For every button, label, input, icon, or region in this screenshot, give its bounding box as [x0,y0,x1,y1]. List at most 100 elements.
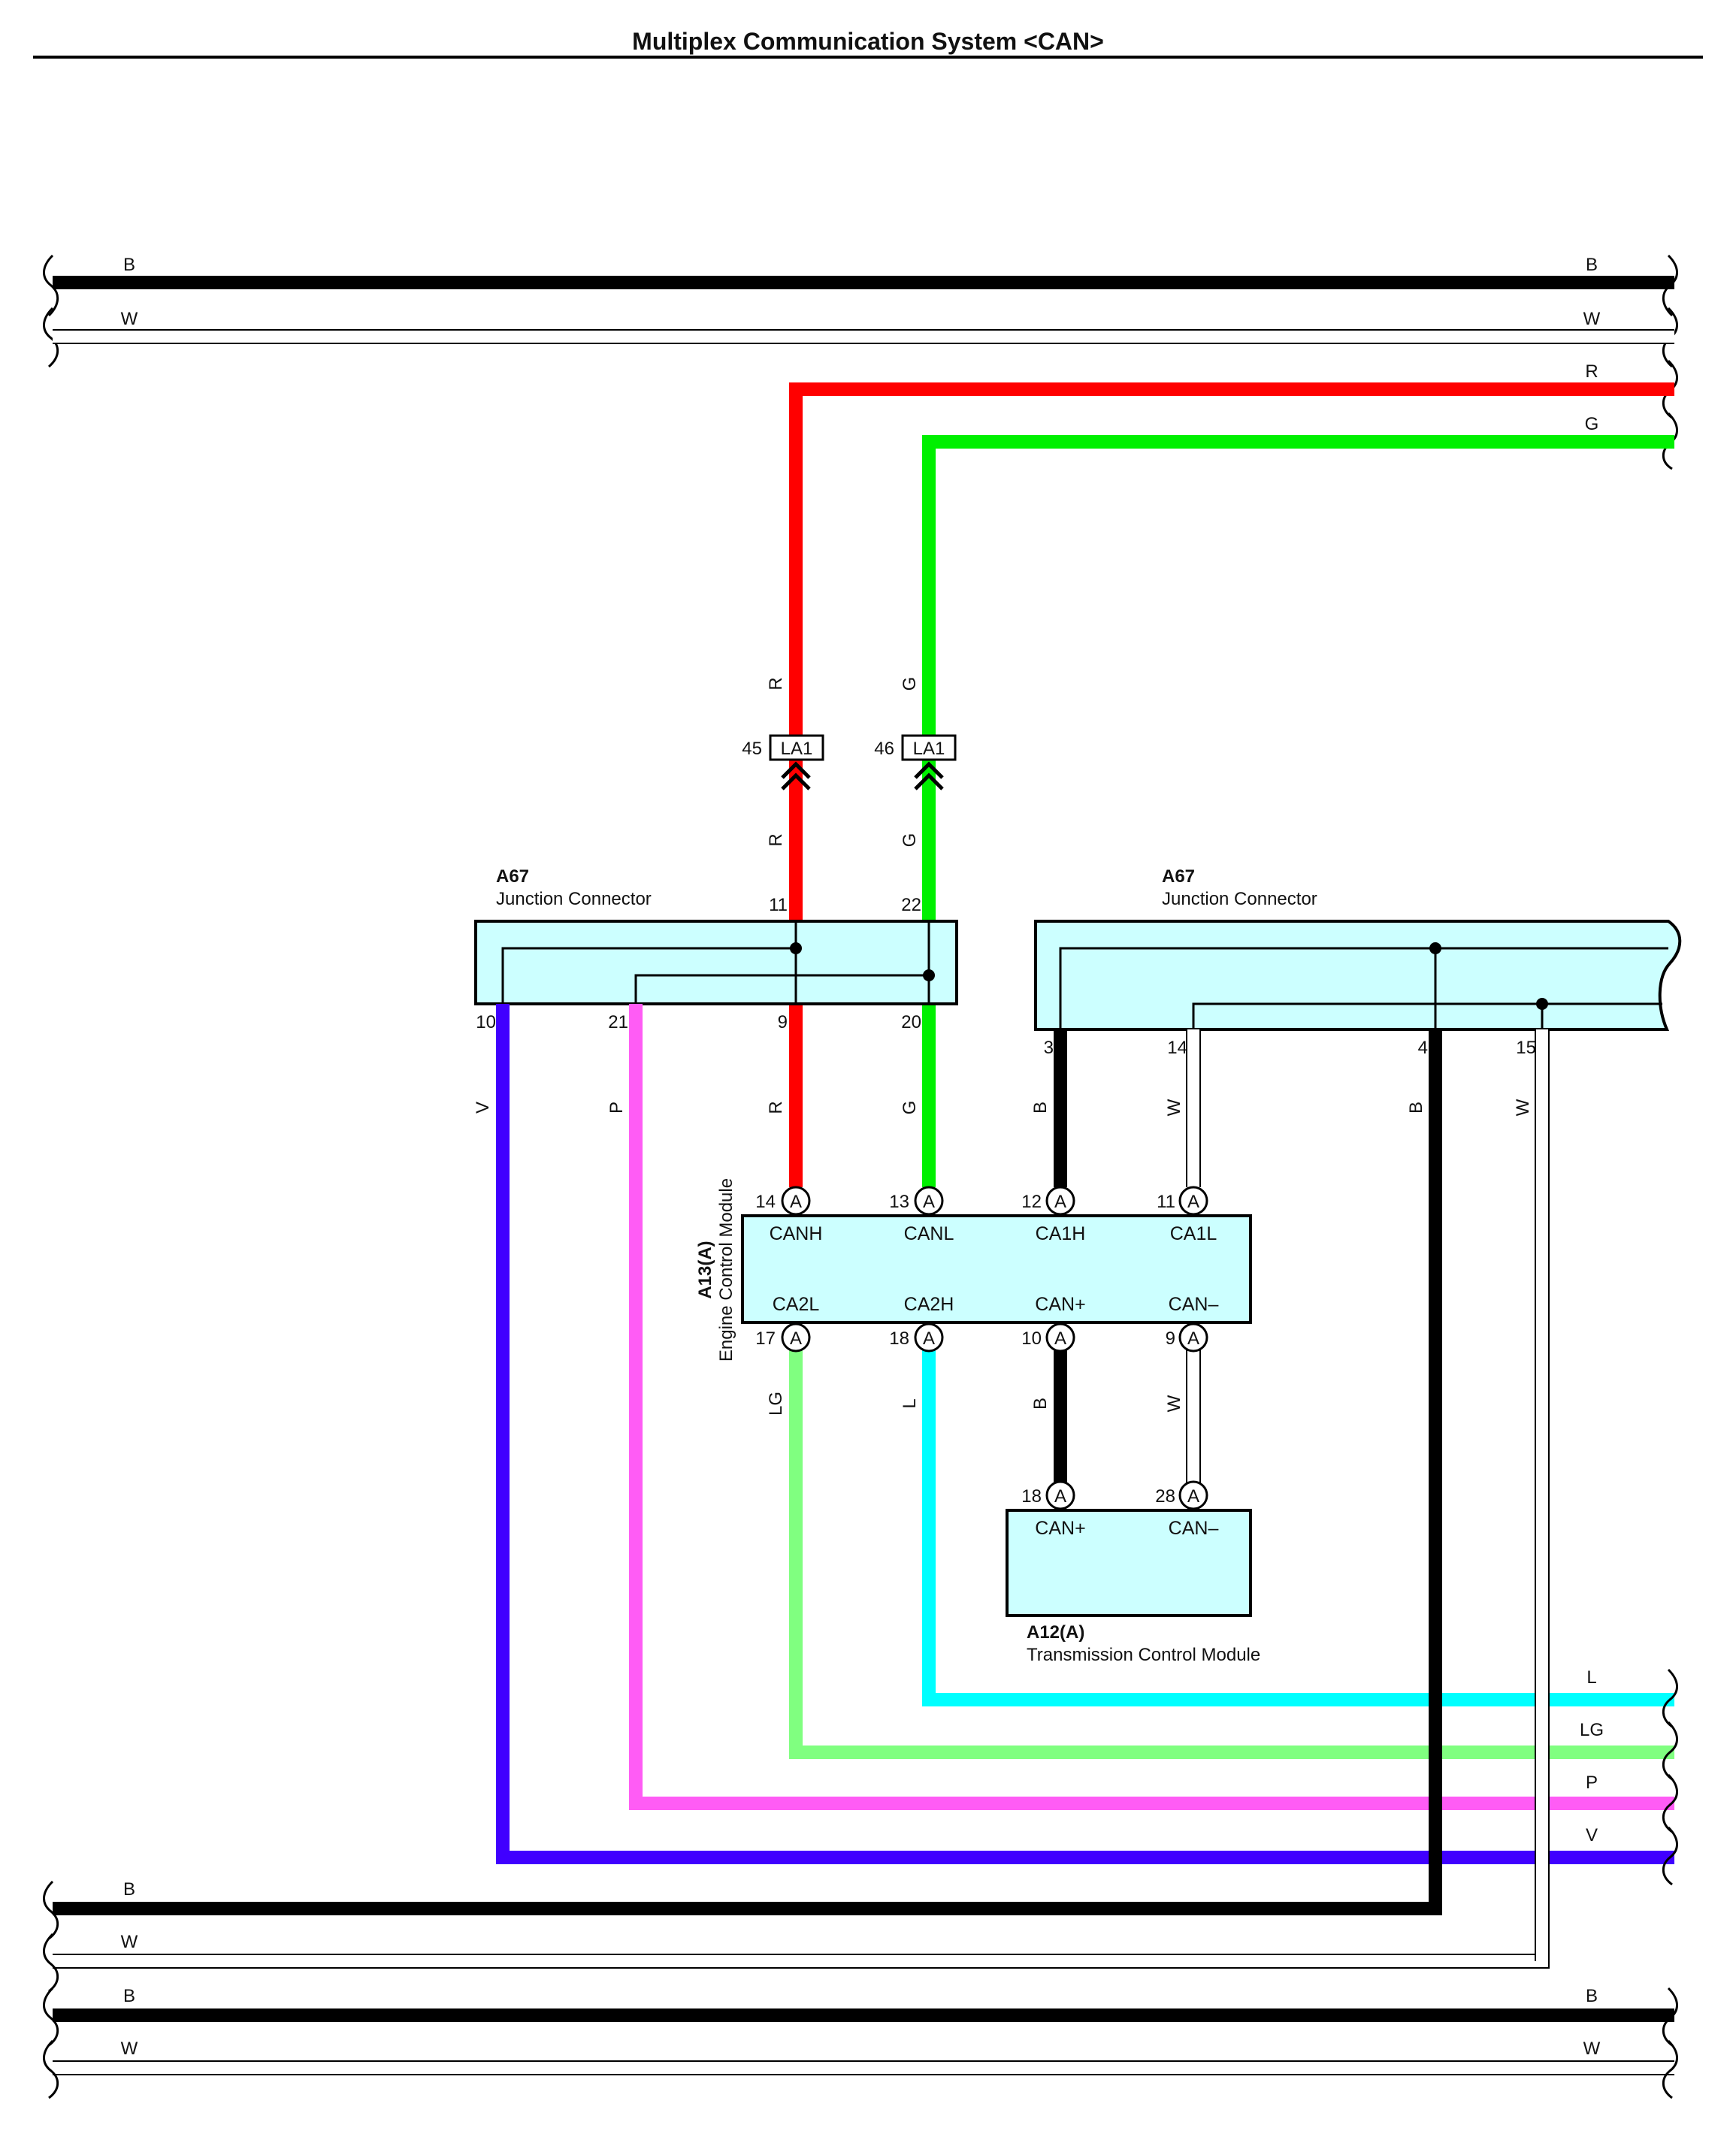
chevron-icon [914,761,944,779]
ecm-pin-ca1l: A 11 CA1L [1157,1186,1217,1244]
wire-code-g: G [900,677,920,691]
pin-signal: CAN+ [1035,1294,1085,1315]
pin-letter: A [1187,1486,1199,1507]
break-mark [43,1933,59,1993]
break-mark [43,2039,59,2099]
wire-code-p: P [606,1102,627,1114]
wire-g [922,435,1674,1187]
ecm-pin-ca2h: A 18 CA2H [889,1294,954,1353]
wire-code-g: G [900,1101,920,1115]
break-mark-top-left-1 [43,254,59,317]
break-mark [1662,1987,1678,2047]
pin-signal: CA2H [904,1294,954,1315]
ecm-pin-canh: A 14 CANH [755,1186,822,1244]
lower-left-harness: B W [43,1879,138,1993]
wire-code-w: W [121,1932,138,1952]
wire-code-w: W [1164,1099,1184,1116]
wire-code-g: G [1585,414,1599,434]
pin-number: 9 [778,1012,788,1032]
pin-circle [1178,1186,1208,1216]
break-mark [1662,1826,1678,1886]
wire-code-b: B [1586,1986,1598,2006]
module-code: A13(A) [695,1241,715,1298]
connector-code: A67 [1162,866,1195,887]
pin-letter: A [1054,1192,1066,1212]
module-body [741,1214,1252,1324]
pin-circle [781,1186,811,1216]
pin-number: 9 [1166,1328,1175,1349]
connector-la1-right: LA1 46 [874,734,957,790]
ecm-pin-canl: A 13 CANL [889,1186,954,1244]
pin-signal: CAN+ [1035,1518,1085,1539]
connector-pin: 45 [742,739,762,759]
wire-code-b: B [1030,1102,1051,1114]
pin-circle [1178,1480,1208,1510]
pin-number: 10 [476,1012,496,1032]
chevron-icon [914,772,944,790]
pin-number: 21 [608,1012,628,1032]
wire-code-w: W [121,309,138,329]
pin-letter: A [923,1192,935,1212]
splice-dot [1429,942,1441,954]
pin-letter: A [923,1328,935,1349]
pin-number: 18 [889,1328,909,1349]
pin-number: 20 [901,1012,921,1032]
pin-circle [1178,1322,1208,1353]
wire-code-r: R [766,833,786,846]
wire-code-v: V [1586,1825,1598,1845]
pin-signal: CANL [904,1223,954,1244]
pin-number: 14 [1167,1038,1187,1058]
splice-dot [1536,998,1548,1010]
pin-circle [1045,1322,1075,1353]
wire-code-v: V [473,1102,493,1114]
pin-letter: A [790,1328,802,1349]
pin-number: 22 [901,895,921,915]
pin-number: 11 [1157,1192,1175,1212]
top-harness: B W B W R G [43,254,1678,470]
ecm-pin-ca1h: A 12 CA1H [1021,1186,1085,1244]
break-mark [43,1880,59,1940]
connector-name: LA1 [913,739,945,759]
wire-lg [789,1339,1674,1759]
connector-name: Junction Connector [496,889,652,909]
pin-number: 13 [889,1192,909,1212]
ecm-pin-ca2l: A 17 CA2L [755,1294,820,1353]
junction-connector-a67-left: A67 Junction Connector 11 22 10 21 9 20 [474,866,958,1032]
pin-signal: CA1L [1170,1223,1217,1244]
wire-b-lower [53,1029,1442,1915]
pin-number: 28 [1155,1486,1175,1507]
pin-number: 15 [1516,1038,1536,1058]
wire-code-b: B [1030,1398,1051,1410]
wire-code-w: W [121,2039,138,2059]
pin-signal: CAN– [1169,1518,1219,1539]
pin-circle [781,1322,811,1353]
wire-code-b: B [1586,255,1598,275]
pin-number: 18 [1021,1486,1042,1507]
break-mark-top-left-2 [43,307,59,368]
wire-code-lg: LG [1580,1720,1604,1740]
pin-letter: A [1054,1486,1066,1507]
connector-body [1034,920,1682,1031]
chevron-icon [781,772,811,790]
wire-code-l: L [1586,1667,1596,1688]
wire-code-w: W [1583,309,1601,329]
wire-code-lg: LG [766,1392,786,1416]
wire-code-b: B [123,255,135,275]
splice-dot [790,942,802,954]
wire-l [922,1339,1674,1706]
break-mark [1662,2039,1678,2099]
wire-code-b: B [123,1986,135,2006]
pin-letter: A [1187,1328,1199,1349]
page-title: Multiplex Communication System <CAN> [632,28,1104,55]
pin-letter: A [790,1192,802,1212]
wire-p [629,1004,1674,1810]
wire-code-w: W [1513,1099,1533,1116]
module-code: A12(A) [1027,1622,1084,1643]
module-body [1006,1509,1252,1617]
break-mark [1662,1668,1678,1728]
wire-code-g: G [900,833,920,848]
pin-signal: CA2L [773,1294,820,1315]
wire-v [496,1004,1674,1864]
connector-code: A67 [496,866,529,887]
